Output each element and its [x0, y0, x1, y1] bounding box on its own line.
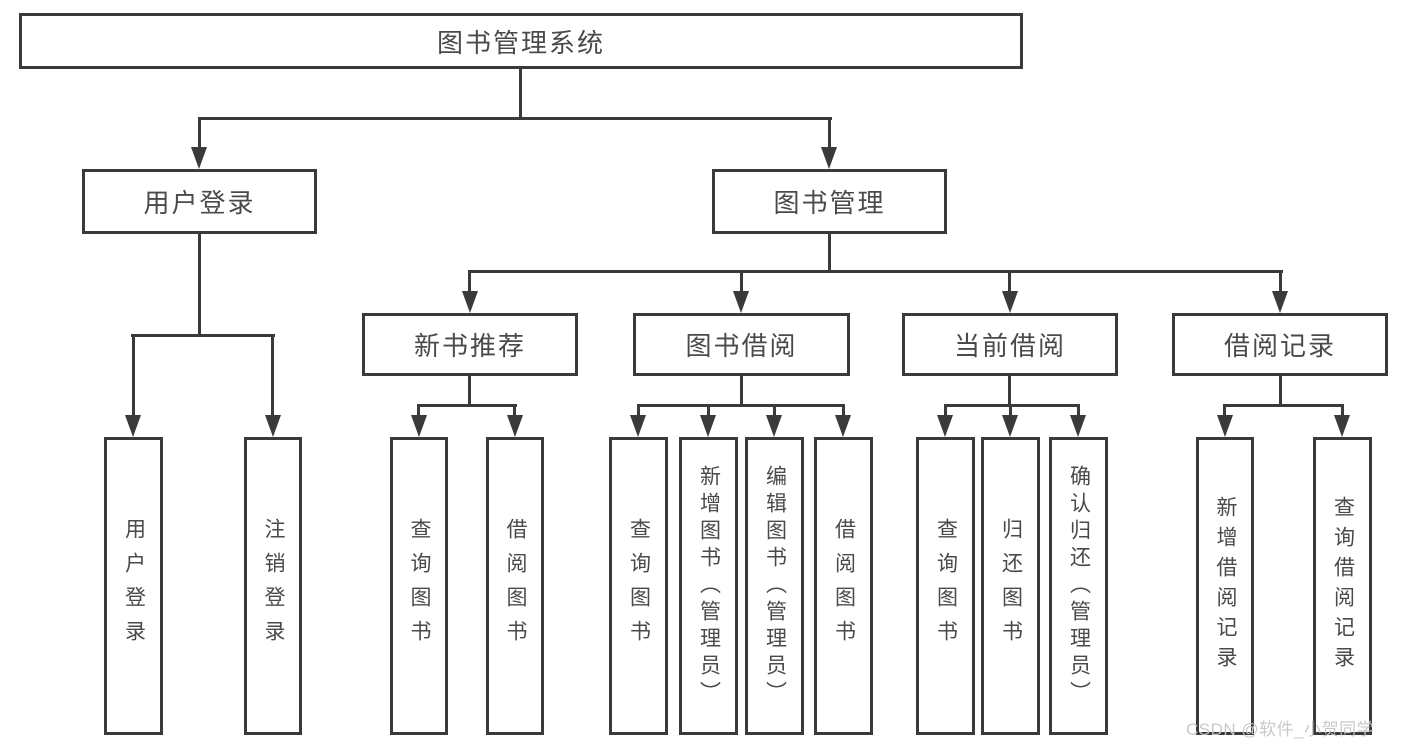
leaf-logout-label: 注销登录: [262, 518, 285, 654]
connector-user-login-vertical: [198, 234, 201, 337]
node-root: 图书管理系统: [19, 13, 1023, 69]
connector-section-vertical: [468, 376, 471, 407]
connector-drop-leaf: [637, 404, 640, 416]
leaf-borrow-books-recommend-label: 借阅图书: [504, 518, 527, 654]
connector-drop-leaf: [1077, 404, 1080, 416]
leaf-user-login-label: 用户登录: [122, 518, 146, 654]
leaf-return-books: 归还图书: [981, 437, 1040, 735]
leaf-confirm-return-admin: 确认归还（管理员）: [1049, 437, 1108, 735]
connector-section-vertical: [1279, 376, 1282, 407]
leaf-add-book-admin: 新增图书（管理员）: [679, 437, 738, 735]
leaf-query-borrow-record: 查询借阅记录: [1313, 437, 1372, 735]
connector-drop-leaf: [271, 334, 274, 416]
arrowhead-down-icon: [462, 291, 478, 313]
arrowhead-down-icon: [700, 415, 716, 437]
arrowhead-down-icon: [766, 415, 782, 437]
node-book-borrowing-label: 图书借阅: [685, 331, 798, 361]
connector-drop-leaf: [417, 404, 420, 416]
leaf-query-books-recommend: 查询图书: [390, 437, 448, 735]
arrowhead-down-icon: [733, 291, 749, 313]
leaf-confirm-return-admin-label: 确认归还（管理员）: [1067, 464, 1091, 708]
node-current-borrowing: 当前借阅: [902, 313, 1118, 376]
leaf-return-books-label: 归还图书: [999, 518, 1023, 654]
arrowhead-down-icon: [1002, 291, 1018, 313]
connector-drop-section: [468, 270, 471, 291]
node-user-login: 用户登录: [82, 169, 317, 234]
connector-drop-leaf: [132, 334, 135, 416]
arrowhead-down-icon: [191, 147, 207, 169]
connector-section-horizontal: [1223, 404, 1344, 407]
leaf-borrow-books-label: 借阅图书: [832, 518, 856, 654]
leaf-borrow-books-recommend: 借阅图书: [486, 437, 544, 735]
connector-drop-section: [740, 270, 743, 291]
node-book-management: 图书管理: [712, 169, 947, 234]
node-borrowing-records-label: 借阅记录: [1223, 331, 1336, 361]
node-book-management-label: 图书管理: [773, 188, 886, 218]
arrowhead-down-icon: [1217, 415, 1233, 437]
connector-book-management-vertical: [828, 234, 831, 273]
arrowhead-down-icon: [1070, 415, 1086, 437]
leaf-add-book-admin-label: 新增图书（管理员）: [697, 464, 721, 708]
csdn-watermark: CSDN @软件_小贺同学: [1186, 720, 1375, 739]
arrowhead-down-icon: [835, 415, 851, 437]
leaf-query-borrow-record-label: 查询借阅记录: [1331, 496, 1355, 676]
leaf-query-books-current: 查询图书: [916, 437, 975, 735]
connector-book-management-horizontal: [468, 270, 1283, 273]
leaf-logout: 注销登录: [244, 437, 302, 735]
node-book-borrowing: 图书借阅: [633, 313, 850, 376]
connector-drop-book-management: [828, 117, 831, 149]
arrowhead-down-icon: [265, 415, 281, 437]
connector-root-horizontal: [198, 117, 832, 120]
arrowhead-down-icon: [1334, 415, 1350, 437]
arrowhead-down-icon: [937, 415, 953, 437]
connector-section-vertical: [1008, 376, 1011, 407]
connector-section-horizontal: [944, 404, 1080, 407]
node-new-book-recommend: 新书推荐: [362, 313, 578, 376]
leaf-query-books-recommend-label: 查询图书: [408, 518, 431, 654]
leaf-add-borrow-record: 新增借阅记录: [1196, 437, 1254, 735]
arrowhead-down-icon: [507, 415, 523, 437]
connector-drop-leaf: [707, 404, 710, 416]
connector-drop-leaf: [773, 404, 776, 416]
node-root-label: 图书管理系统: [436, 27, 605, 58]
connector-drop-user-login: [198, 117, 201, 149]
leaf-query-books-borrowing: 查询图书: [609, 437, 668, 735]
connector-user-login-horizontal: [131, 334, 275, 337]
node-borrowing-records: 借阅记录: [1172, 313, 1388, 376]
leaf-query-books-current-label: 查询图书: [934, 518, 958, 654]
leaf-add-borrow-record-label: 新增借阅记录: [1214, 496, 1237, 676]
connector-drop-section: [1008, 270, 1011, 291]
connector-drop-leaf: [513, 404, 516, 416]
connector-drop-leaf: [1009, 404, 1012, 416]
connector-drop-leaf: [842, 404, 845, 416]
arrowhead-down-icon: [1002, 415, 1018, 437]
arrowhead-down-icon: [821, 147, 837, 169]
connector-section-vertical: [740, 376, 743, 407]
node-current-borrowing-label: 当前借阅: [953, 331, 1066, 361]
node-new-book-recommend-label: 新书推荐: [413, 331, 526, 361]
connector-drop-section: [1279, 270, 1282, 291]
connector-drop-leaf: [944, 404, 947, 416]
arrowhead-down-icon: [1272, 291, 1288, 313]
leaf-borrow-books: 借阅图书: [814, 437, 873, 735]
connector-drop-leaf: [1223, 404, 1226, 416]
node-user-login-label: 用户登录: [143, 188, 256, 218]
connector-section-horizontal: [637, 404, 845, 407]
connector-section-horizontal: [417, 404, 517, 407]
arrowhead-down-icon: [630, 415, 646, 437]
arrowhead-down-icon: [411, 415, 427, 437]
connector-root-vertical: [519, 69, 522, 119]
arrowhead-down-icon: [125, 415, 141, 437]
leaf-edit-book-admin-label: 编辑图书（管理员）: [763, 464, 787, 708]
connector-drop-leaf: [1341, 404, 1344, 416]
leaf-edit-book-admin: 编辑图书（管理员）: [745, 437, 804, 735]
leaf-query-books-borrowing-label: 查询图书: [627, 518, 651, 654]
leaf-user-login: 用户登录: [104, 437, 163, 735]
